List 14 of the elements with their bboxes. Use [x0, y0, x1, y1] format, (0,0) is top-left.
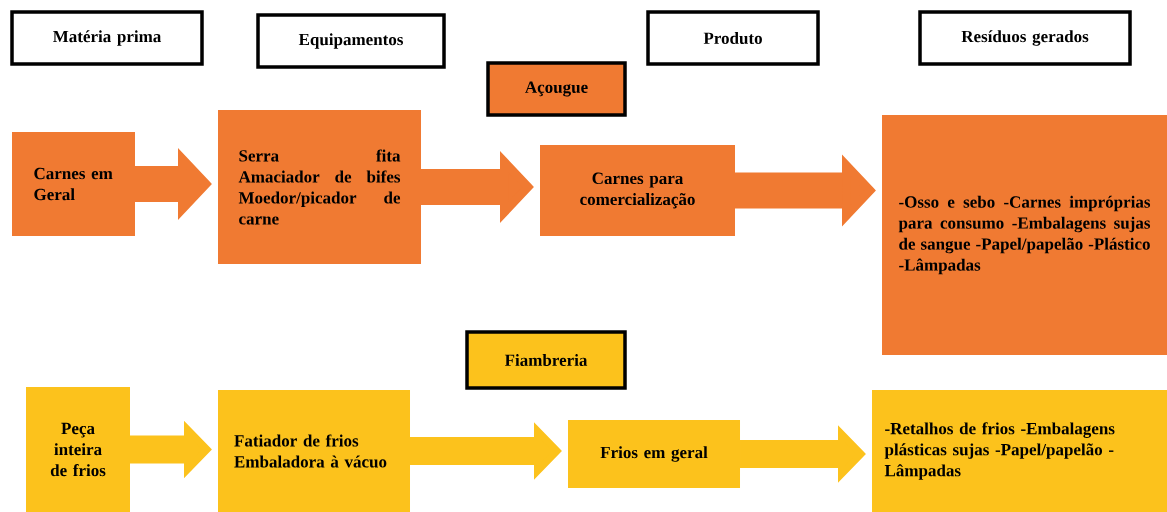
- process-box: -Retalhos de frios -Embalagens plásticas sujas -Papel/papelão -Lâmpadas: [872, 390, 1167, 512]
- process-box: Fatiador de frios Embaladora à vácuo: [218, 390, 410, 512]
- column-header: Produto: [646, 10, 820, 66]
- process-box: Carnes em Geral: [12, 132, 135, 236]
- column-header: Matéria prima: [10, 10, 204, 66]
- process-box: Peça inteira de frios: [26, 387, 130, 512]
- column-header: Resíduos gerados: [918, 10, 1132, 66]
- process-box: Carnes para comercialização: [540, 145, 735, 236]
- process-box: Frios em geral: [568, 420, 740, 488]
- section-header: Açougue: [486, 61, 627, 117]
- column-header: Equipamentos: [256, 13, 446, 69]
- process-box: -Osso e sebo -Carnes impróprias para consumo -Embalagens sujas de sangue -Papel/papelão -Plástico -Lâmpadas: [882, 115, 1167, 355]
- section-header: Fiambreria: [465, 330, 627, 390]
- process-box: Serra fita Amaciador de bifes Moedor/picador de carne: [218, 110, 421, 264]
